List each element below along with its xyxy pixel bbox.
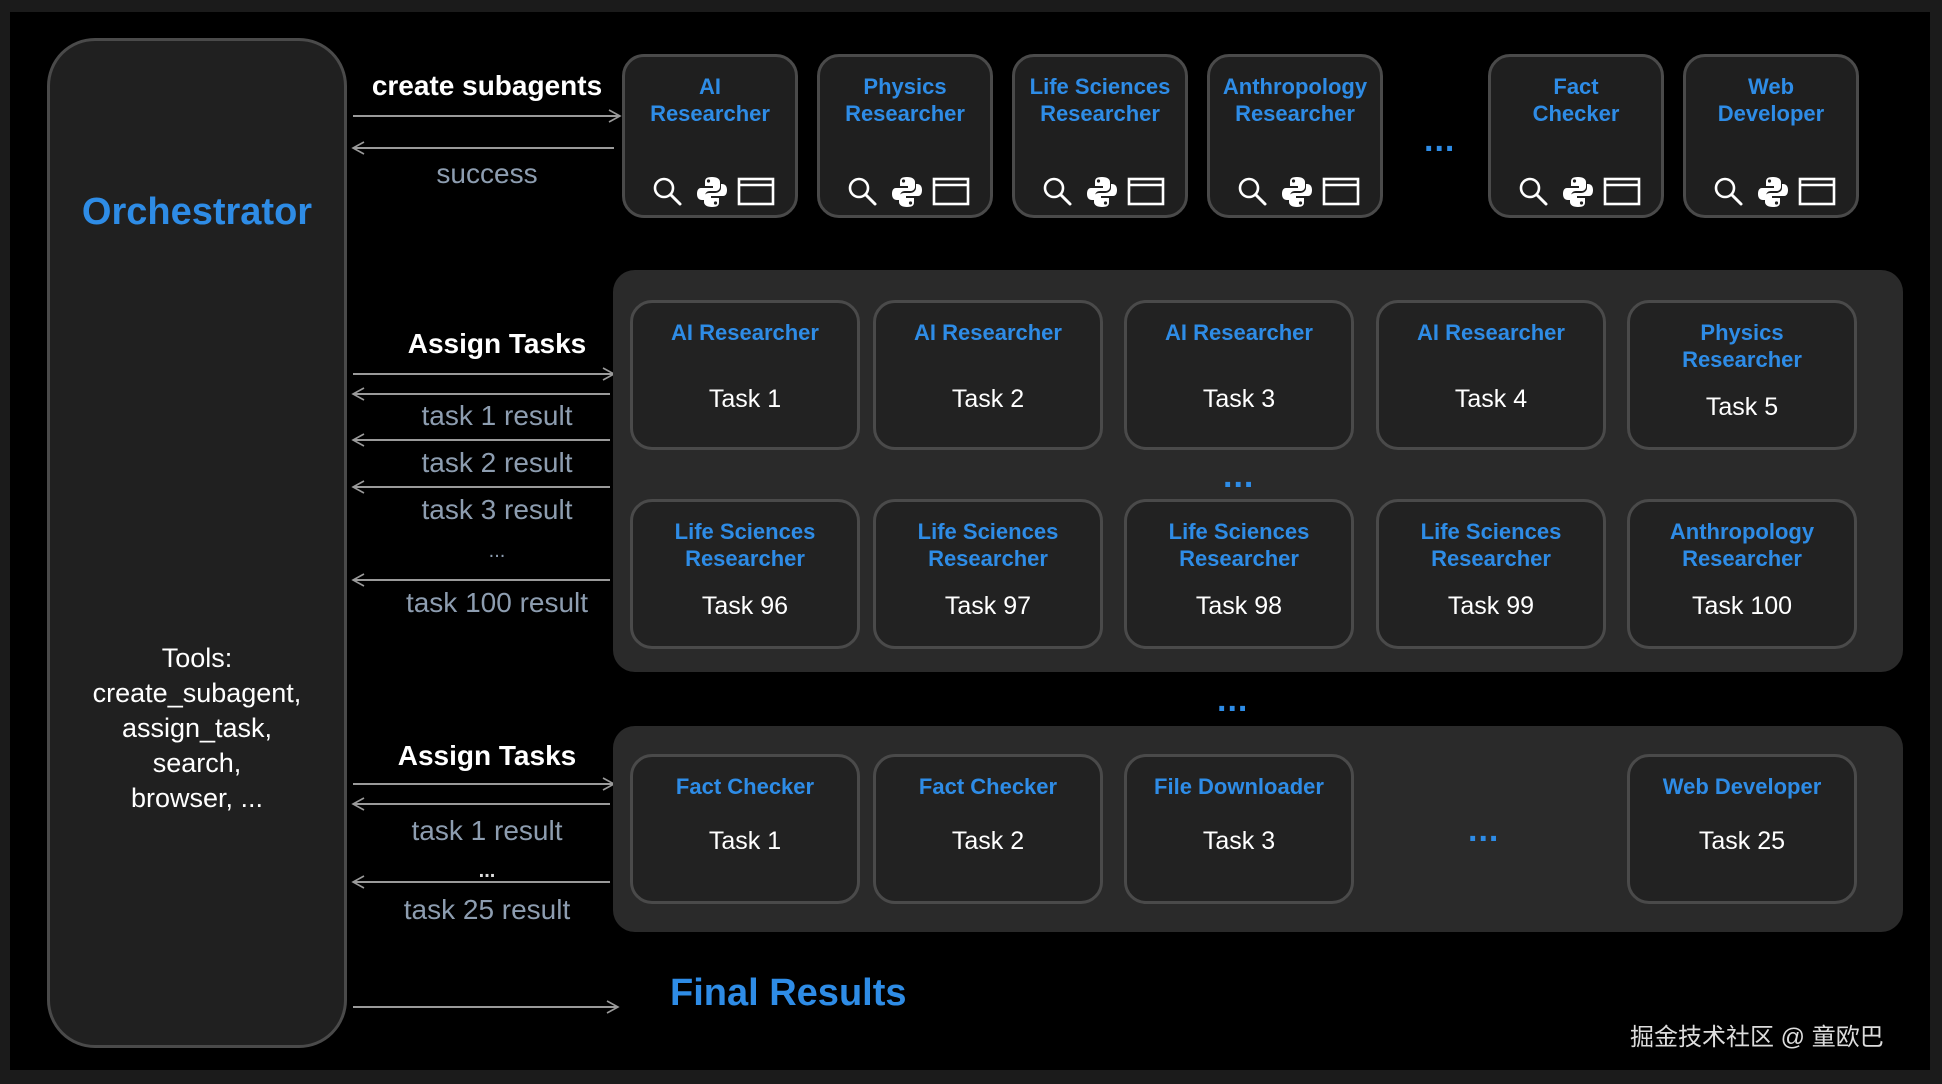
task-label: Task 1: [708, 385, 782, 413]
success-label: success: [436, 158, 538, 189]
result-label: task 3 result: [421, 494, 573, 525]
orchestrator-box: Orchestrator Tools: create_subagent, ass…: [47, 38, 347, 1048]
assign-tasks-label-1: Assign Tasks: [407, 328, 587, 359]
result-label: task 2 result: [421, 447, 573, 478]
row-ellipsis: ...: [1223, 457, 1255, 495]
create-subagents-label: create subagents: [371, 70, 603, 101]
task-role: AI Researcher: [1417, 320, 1565, 345]
diagram-canvas: Orchestrator Tools: create_subagent, ass…: [10, 12, 1930, 1070]
tools-line: assign_task,: [121, 713, 273, 743]
task-label: Task 1: [708, 827, 782, 855]
task-role: Fact Checker: [675, 774, 815, 799]
tools-line: Tools:: [161, 643, 233, 673]
task-label: Task 4: [1454, 385, 1528, 413]
task-role: AI Researcher: [671, 320, 819, 345]
result-label: task 1 result: [421, 400, 573, 431]
final-results-label: Final Results: [670, 972, 907, 1014]
task-role: AI Researcher: [1165, 320, 1313, 345]
tool-icons: [1041, 175, 1165, 209]
tool-icons: [1517, 175, 1641, 209]
tool-icons: [1712, 175, 1836, 209]
task-label: Task 3: [1202, 385, 1276, 413]
task-label: Task 2: [951, 385, 1025, 413]
result-ellipsis: ...: [478, 860, 496, 882]
task-role: AI Researcher: [914, 320, 1062, 345]
task-role: File Downloader: [1154, 774, 1324, 799]
task-role: Web Developer: [1662, 774, 1822, 799]
assign-tasks-label-2: Assign Tasks: [397, 740, 577, 771]
task-role: Fact Checker: [918, 774, 1058, 799]
task-label: Task 98: [1195, 592, 1283, 620]
tool-icons: [846, 175, 970, 209]
task-label: Task 25: [1698, 827, 1786, 855]
task-label: Task 99: [1447, 592, 1535, 620]
panel2-ellipsis: ...: [1468, 811, 1500, 849]
tools-line: browser, ...: [130, 783, 264, 813]
tool-icons: [651, 175, 775, 209]
result-label: task 25 result: [403, 894, 571, 925]
task-label: Task 100: [1691, 592, 1793, 620]
tools-line: create_subagent,: [92, 678, 302, 708]
task-label: Task 2: [951, 827, 1025, 855]
watermark: 掘金技术社区 @ 童欧巴: [1630, 1024, 1884, 1051]
task-label: Task 5: [1705, 393, 1779, 421]
agents-ellipsis: ...: [1424, 121, 1456, 159]
panels-ellipsis: ...: [1217, 681, 1249, 719]
task-label: Task 96: [701, 592, 789, 620]
tools-line: search,: [152, 748, 242, 778]
tool-icons: [1236, 175, 1360, 209]
result-ellipsis: ...: [488, 540, 506, 562]
orchestrator-tools: Tools: create_subagent, assign_task, sea…: [50, 641, 344, 816]
result-label: task 1 result: [411, 815, 563, 846]
orchestrator-title: Orchestrator: [81, 191, 313, 233]
task-label: Task 3: [1202, 827, 1276, 855]
result-label: task 100 result: [405, 587, 589, 618]
task-label: Task 97: [944, 592, 1032, 620]
